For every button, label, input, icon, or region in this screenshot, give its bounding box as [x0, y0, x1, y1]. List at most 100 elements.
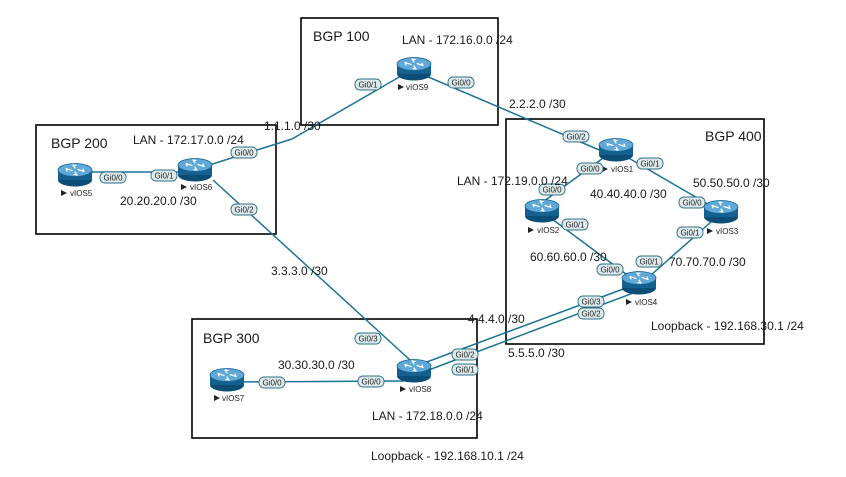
router-name: vIOS4 — [635, 298, 658, 307]
svg-text:Gi0/0: Gi0/0 — [682, 199, 702, 208]
svg-text:Gi0/0: Gi0/0 — [262, 379, 282, 388]
iface-vios2-gi01[interactable]: Gi0/1 — [561, 218, 589, 231]
loopback-label-vios4: Loopback - 192.168.30.1 /24 — [651, 319, 804, 333]
iface-vios9-gi01[interactable]: Gi0/1 — [354, 78, 382, 91]
router-vios4[interactable]: vIOS4 — [621, 270, 658, 308]
as-label-bgp300: BGP 300 — [203, 330, 260, 346]
interface-labels: Gi0/1 Gi0/0 Gi0/0 Gi0/1 Gi0/0 Gi0/2 Gi0/… — [99, 76, 706, 389]
svg-text:Gi0/1: Gi0/1 — [358, 81, 378, 90]
link-vios2-vios1 — [539, 152, 611, 205]
play-triangle-icon — [61, 190, 67, 196]
play-triangle-icon — [214, 395, 220, 401]
svg-text:Gi0/1: Gi0/1 — [455, 366, 475, 375]
svg-text:Gi0/0: Gi0/0 — [103, 174, 123, 183]
svg-text:Gi0/1: Gi0/1 — [640, 160, 660, 169]
svg-text:Gi0/0: Gi0/0 — [542, 186, 562, 195]
router-name: vIOS5 — [70, 189, 93, 198]
router-name: vIOS6 — [190, 183, 213, 192]
router-name: vIOS3 — [716, 227, 739, 236]
link-vios9-vios6 — [291, 75, 402, 140]
as-box-bgp200: BGP 200 — [35, 124, 277, 235]
svg-text:Gi0/3: Gi0/3 — [581, 298, 601, 307]
router-name: vIOS9 — [406, 83, 429, 92]
iface-vios3-gi00[interactable]: Gi0/0 — [678, 196, 706, 209]
router-vios3[interactable]: vIOS3 — [703, 199, 739, 237]
svg-text:Gi0/1: Gi0/1 — [154, 172, 174, 181]
links — [83, 75, 721, 383]
iface-vios4-gi01[interactable]: Gi0/1 — [635, 255, 663, 268]
iface-vios8-gi03[interactable]: Gi0/3 — [354, 332, 382, 345]
router-vios7[interactable]: vIOS7 — [209, 367, 245, 404]
as-box-bgp100: BGP 100 — [300, 17, 499, 126]
router-name: vIOS1 — [611, 165, 634, 174]
router-vios6[interactable]: vIOS6 — [177, 157, 213, 193]
router-icon — [57, 162, 93, 188]
as-box-bgp300: BGP 300 — [191, 318, 478, 439]
lan-label-172-19: LAN - 172.19.0.0 /24 — [457, 174, 568, 188]
svg-text:Gi0/0: Gi0/0 — [451, 79, 471, 88]
svg-text:Gi0/1: Gi0/1 — [680, 229, 700, 238]
iface-vios6-gi02[interactable]: Gi0/2 — [230, 203, 258, 216]
subnet-label-40-40-40-0: 40.40.40.0 /30 — [590, 187, 667, 201]
iface-vios4-gi02[interactable]: Gi0/2 — [577, 307, 605, 320]
iface-vios3-gi01[interactable]: Gi0/1 — [676, 226, 704, 239]
svg-text:Gi0/0: Gi0/0 — [234, 149, 254, 158]
router-icon — [598, 137, 634, 163]
router-icon — [396, 56, 432, 82]
router-icon — [524, 198, 560, 224]
as-label-bgp400: BGP 400 — [705, 128, 762, 144]
iface-vios4-gi03[interactable]: Gi0/3 — [577, 295, 605, 308]
iface-vios5-gi00[interactable]: Gi0/0 — [99, 171, 127, 184]
svg-text:Gi0/0: Gi0/0 — [361, 378, 381, 387]
subnet-label-30-30-30-0: 30.30.30.0 /30 — [278, 358, 355, 372]
router-vios2[interactable]: vIOS2 — [524, 198, 560, 236]
network-labels: LAN - 172.16.0.0 /24 LAN - 172.17.0.0 /2… — [120, 33, 804, 463]
subnet-label-3-3-3-0: 3.3.3.0 /30 — [271, 264, 328, 278]
router-vios9[interactable]: vIOS9 — [396, 56, 432, 93]
iface-vios2-gi00[interactable]: Gi0/0 — [538, 183, 566, 196]
iface-vios1-gi00[interactable]: Gi0/0 — [576, 162, 604, 175]
lan-label-172-17: LAN - 172.17.0.0 /24 — [133, 133, 244, 147]
play-triangle-icon — [181, 184, 187, 190]
iface-vios8-gi01[interactable]: Gi0/1 — [451, 363, 479, 376]
svg-text:Gi0/3: Gi0/3 — [358, 335, 378, 344]
subnet-label-1-1-1-0: 1.1.1.0 /30 — [264, 119, 321, 133]
iface-vios7-gi00[interactable]: Gi0/0 — [258, 376, 286, 389]
subnet-label-2-2-2-0: 2.2.2.0 /30 — [509, 97, 566, 111]
router-icon — [209, 367, 245, 393]
iface-vios9-gi00[interactable]: Gi0/0 — [447, 76, 475, 89]
iface-vios8-gi02[interactable]: Gi0/2 — [451, 348, 479, 361]
iface-vios8-gi00[interactable]: Gi0/0 — [357, 375, 385, 388]
loopback-label-vios8: Loopback - 192.168.10.1 /24 — [371, 449, 524, 463]
router-icon — [396, 358, 432, 384]
iface-vios4-gi00[interactable]: Gi0/0 — [596, 263, 624, 276]
router-vios1[interactable]: vIOS1 — [598, 137, 634, 175]
subnet-label-50-50-50-0: 50.50.50.0 /30 — [693, 176, 770, 190]
router-name: vIOS7 — [222, 394, 245, 403]
play-triangle-icon — [398, 84, 404, 90]
router-name: vIOS2 — [537, 226, 560, 235]
as-label-bgp100: BGP 100 — [313, 28, 370, 44]
lan-label-172-16: LAN - 172.16.0.0 /24 — [402, 33, 513, 47]
svg-text:Gi0/2: Gi0/2 — [566, 133, 586, 142]
subnet-label-5-5-5-0: 5.5.5.0 /30 — [508, 346, 565, 360]
router-vios8[interactable]: vIOS8 — [396, 358, 432, 395]
iface-vios6-gi01[interactable]: Gi0/1 — [150, 169, 178, 182]
link-vios3-vios4 — [641, 213, 721, 284]
router-vios5[interactable]: vIOS5 — [57, 162, 93, 199]
svg-text:Gi0/2: Gi0/2 — [455, 351, 475, 360]
subnet-label-4-4-4-0: 4.4.4.0 /30 — [468, 312, 525, 326]
lan-label-172-18: LAN - 172.18.0.0 /24 — [372, 409, 483, 423]
play-triangle-icon — [400, 386, 406, 392]
svg-text:Gi0/2: Gi0/2 — [234, 206, 254, 215]
subnet-label-20-20-20-0: 20.20.20.0 /30 — [120, 194, 197, 208]
play-triangle-icon — [707, 228, 713, 234]
subnet-label-70-70-70-0: 70.70.70.0 /30 — [669, 255, 746, 269]
svg-text:Gi0/2: Gi0/2 — [581, 310, 601, 319]
iface-vios1-gi01[interactable]: Gi0/1 — [636, 157, 664, 170]
iface-vios6-gi00[interactable]: Gi0/0 — [230, 146, 258, 159]
svg-text:Gi0/0: Gi0/0 — [600, 266, 620, 275]
iface-vios1-gi02[interactable]: Gi0/2 — [562, 130, 590, 143]
subnet-label-60-60-60-0: 60.60.60.0 /30 — [530, 250, 607, 264]
